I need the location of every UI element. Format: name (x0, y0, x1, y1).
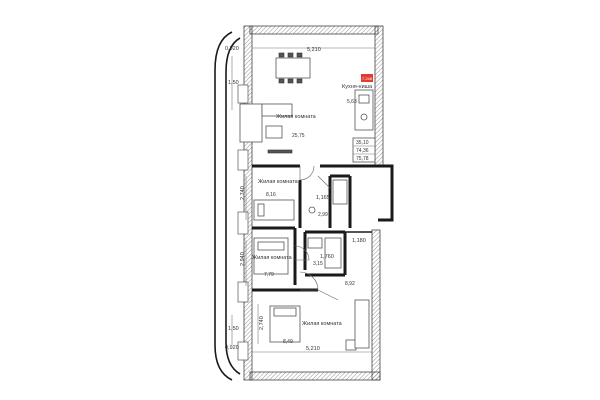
room-area-living-1: 25,75 (292, 133, 305, 139)
doors (294, 165, 339, 301)
room-label-living-1: Жилая комната (276, 114, 317, 120)
dim-top-width: 5,210 (307, 47, 321, 53)
summary-line-3: 75,78 (356, 156, 369, 162)
room-area-bath-2: 3,15 (313, 261, 323, 267)
bed-room-2 (253, 199, 295, 221)
wall-bottom (249, 371, 381, 381)
dim-left-mid-2: 2,940 (240, 252, 246, 266)
kitchen-counter: 7.248 (354, 74, 374, 131)
dim-right-mid: 1,180 (352, 238, 366, 244)
balcony-outline (214, 31, 233, 381)
room-area-kitchen: 5,63 (347, 99, 357, 105)
dim-left-balcony-bottom: 1,50 (228, 326, 239, 332)
dim-bottom-width: 5,210 (306, 346, 320, 352)
tv-unit (267, 149, 293, 154)
room-area-bath-1: 2,99 (318, 212, 328, 218)
wall-left (243, 25, 253, 381)
dim-kitchen-wall: 1,165 (316, 195, 330, 201)
dim-left-mid-1: 2,740 (240, 186, 246, 200)
dim-left-bottom-offset: 0,920 (225, 345, 239, 351)
summary-line-1: 35,10 (356, 140, 369, 146)
area-summary: 35,10 74,36 75,78 (352, 137, 376, 163)
wall-top (249, 25, 379, 35)
interior-walls (252, 164, 378, 292)
summary-line-2: 74,36 (356, 148, 369, 154)
dining-table (275, 52, 311, 84)
dimension-lines (231, 47, 375, 353)
wall-right-bottom (371, 229, 381, 381)
dim-left-mid-3: 2,740 (259, 316, 265, 330)
room-label-kitchen: Кухня-ниша (342, 84, 373, 90)
room-label-living-2: Жилая комната (258, 179, 299, 185)
room-label-living-3: Жилая комната (252, 255, 293, 261)
balcony-inner (225, 37, 241, 375)
room-area-living-2: 8,16 (266, 192, 276, 198)
bed-room-3 (253, 237, 289, 275)
bed-room-4 (269, 299, 370, 351)
windows (237, 84, 249, 361)
bathroom-fixtures (307, 179, 348, 269)
corridor-wall (378, 164, 394, 222)
dim-bath-wall: 1,760 (320, 254, 334, 260)
room-area-living-3: 7,79 (264, 272, 274, 278)
room-area-living-4: 8,49 (283, 339, 293, 345)
dim-left-balcony-top: 1,50 (228, 80, 239, 86)
corner-sofa (239, 103, 293, 143)
room-label-living-4: Жилая комната (302, 321, 343, 327)
kitchen-badge-text: 7.248 (362, 76, 373, 81)
wall-right-top (374, 25, 384, 167)
room-area-hall: 8,92 (345, 281, 355, 287)
dim-left-top-offset: 0,920 (225, 46, 239, 52)
